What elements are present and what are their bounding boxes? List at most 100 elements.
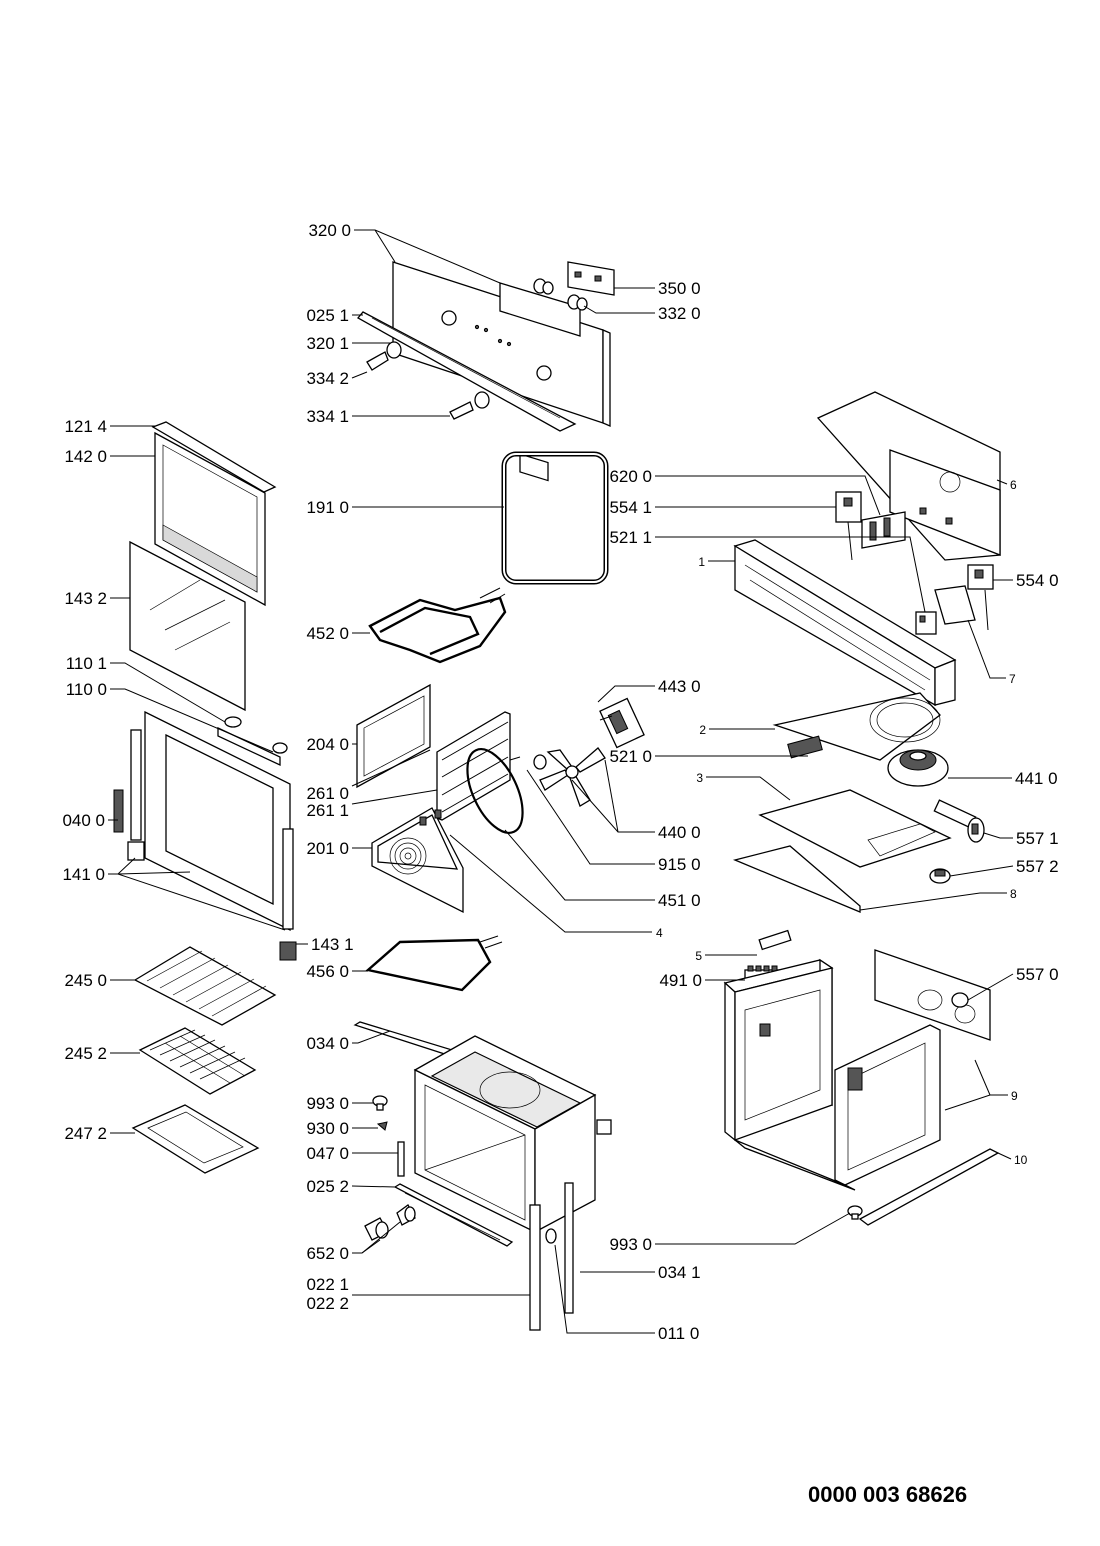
label-0110: 011 0 [658, 1324, 699, 1343]
label-1214: 121 4 [64, 417, 107, 436]
label-2010: 201 0 [306, 839, 349, 858]
base-plate-8 [732, 845, 861, 913]
label-6200: 620 0 [609, 467, 652, 486]
label-2: 2 [699, 723, 706, 737]
door-side-rail-left [130, 729, 142, 841]
label-1420: 142 0 [64, 447, 107, 466]
relay-module [861, 511, 906, 549]
fan-cover-assembly [371, 807, 464, 914]
label-1910: 191 0 [306, 498, 349, 517]
wire-shelf [133, 946, 277, 1026]
fixing-screw-9930 [847, 1205, 863, 1220]
door-hinge-141 [127, 841, 145, 861]
fan-shroud-2 [772, 692, 941, 761]
label-3: 3 [696, 771, 703, 785]
shelf-accessories [131, 946, 277, 1174]
control-knob-3341 [449, 391, 490, 420]
timer-module [567, 261, 615, 296]
label-1: 1 [698, 555, 705, 569]
inner-door-glass [129, 540, 246, 712]
label-3500: 350 0 [658, 279, 701, 298]
label-5210: 521 0 [609, 747, 652, 766]
side-rack [436, 711, 511, 821]
label-5211: 521 1 [609, 528, 652, 547]
cavity-side-rail-034 [564, 1182, 574, 1314]
label-5540: 554 0 [1016, 571, 1059, 590]
thermostat-5540 [967, 564, 994, 631]
label-4430: 443 0 [658, 677, 701, 696]
label-3201: 320 1 [306, 334, 349, 353]
label-5571: 557 1 [1016, 829, 1059, 848]
control-knob-3342 [366, 341, 402, 371]
label-9: 9 [1011, 1089, 1018, 1103]
label-2611: 261 1 [306, 801, 349, 820]
thermostat-5570 [951, 992, 969, 1008]
grill-rack [138, 1027, 257, 1095]
door-top-trim [151, 421, 277, 493]
lower-heating-element [365, 935, 503, 992]
cavity-bracket-047 [397, 1141, 405, 1177]
label-5572: 557 2 [1016, 857, 1059, 876]
label-2040: 204 0 [306, 735, 349, 754]
bracket-5 [758, 929, 792, 951]
label-4910: 491 0 [659, 971, 702, 990]
label-0221: 022 1 [306, 1275, 349, 1294]
label-0340: 034 0 [306, 1034, 349, 1053]
label-0400: 040 0 [62, 811, 105, 830]
lower-trim-strip [393, 1183, 514, 1247]
label-0251: 025 1 [306, 306, 349, 325]
label-9930-left: 993 0 [306, 1094, 349, 1113]
circular-heating-element [466, 748, 524, 834]
door-seal-gasket [501, 451, 609, 585]
label-1101: 110 1 [66, 654, 107, 673]
connector-block-5211 [915, 611, 937, 635]
oven-door-group [113, 421, 297, 961]
programmer-bracket [499, 282, 581, 337]
fan-blade [533, 747, 606, 807]
control-trim-strip [356, 311, 577, 432]
label-9930-right: 993 0 [609, 1235, 652, 1254]
label-4400: 440 0 [658, 823, 701, 842]
label-1100: 110 0 [66, 680, 107, 699]
label-9300: 930 0 [306, 1119, 349, 1138]
label-1431: 143 1 [311, 935, 354, 954]
label-8: 8 [1010, 887, 1017, 901]
label-3320: 332 0 [658, 304, 701, 323]
document-reference-number: 0000 003 68626 [808, 1482, 967, 1507]
cavity-plug [545, 1228, 557, 1244]
thermostat-5571 [967, 817, 985, 843]
lamp-assembly [364, 1204, 416, 1241]
label-10: 10 [1014, 1153, 1028, 1167]
mounting-plate-7 [934, 585, 976, 625]
label-6520: 652 0 [306, 1244, 349, 1263]
outer-casing-9 [723, 949, 991, 1191]
centre-parts [353, 451, 645, 1331]
knob-shaft-3320 [567, 294, 588, 311]
label-3341: 334 1 [306, 407, 349, 426]
label-3200: 320 0 [308, 221, 351, 240]
deflector-plate-3 [758, 789, 952, 868]
fan-housing-1 [733, 539, 957, 707]
door-hinge-bracket [217, 726, 281, 767]
label-4510: 451 0 [658, 891, 701, 910]
cavity-side-rail-022 [529, 1204, 541, 1331]
grill-heating-element [368, 587, 507, 664]
fan-nut [533, 754, 547, 770]
thermostat-554 [835, 491, 862, 561]
thermostat-5572 [929, 868, 951, 884]
switch-521 [787, 735, 823, 759]
label-4560: 456 0 [306, 962, 349, 981]
rear-wall-panel [356, 683, 431, 789]
label-0222: 022 2 [306, 1294, 349, 1313]
label-2472: 247 2 [64, 1124, 107, 1143]
baking-tray [131, 1104, 260, 1174]
control-panel-group [356, 261, 615, 482]
label-0341: 034 1 [658, 1263, 701, 1282]
label-7: 7 [1009, 672, 1016, 686]
label-6: 6 [1010, 478, 1017, 492]
door-hinge-040 [113, 789, 124, 833]
label-5541: 554 1 [609, 498, 652, 517]
door-latch-1431 [279, 941, 297, 961]
door-side-rail-right [282, 828, 294, 930]
